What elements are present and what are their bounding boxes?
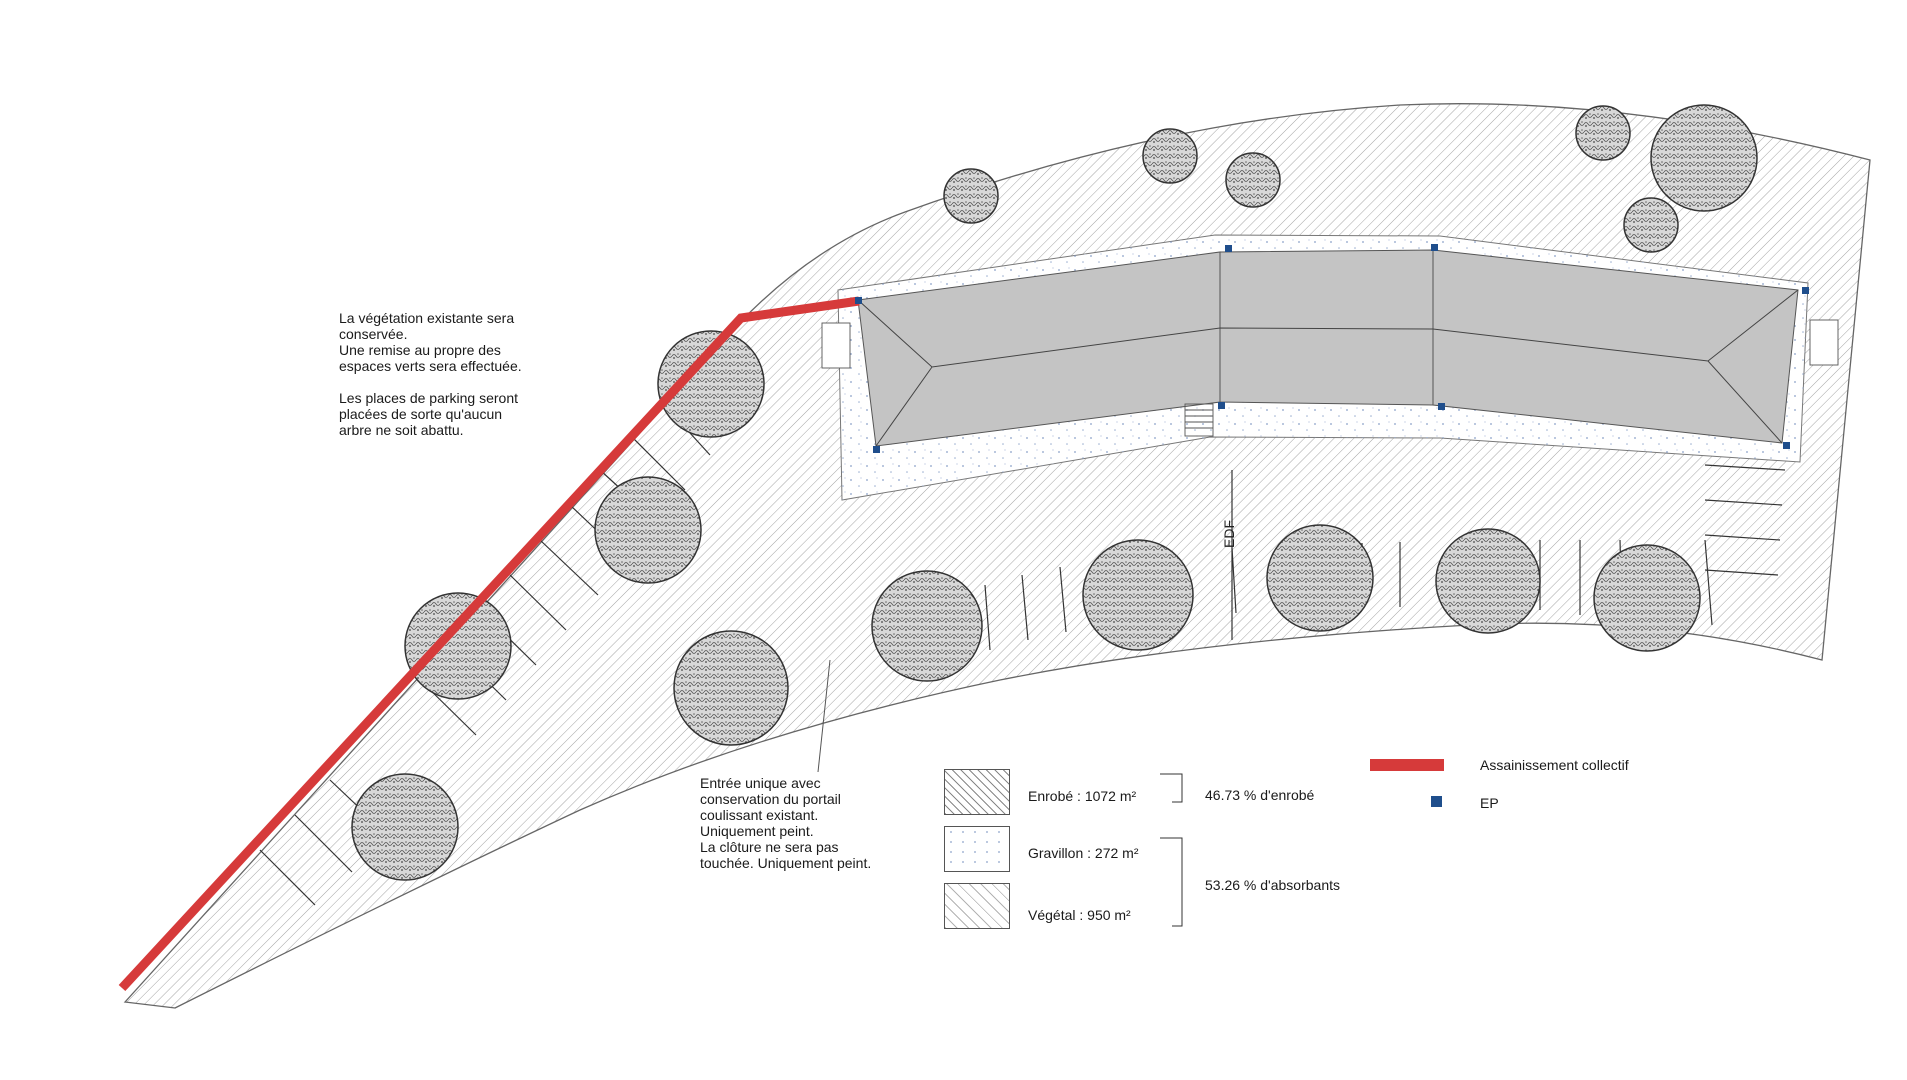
tree <box>1623 197 1679 253</box>
note-line: arbre ne soit abattu. <box>339 422 464 438</box>
tree <box>1082 539 1194 651</box>
tree <box>871 570 983 682</box>
stoops <box>821 319 1839 369</box>
tree <box>594 476 702 584</box>
trees <box>351 104 1758 881</box>
note-line: Les places de parking seront <box>339 390 518 406</box>
note-line: conservation du portail <box>700 791 841 807</box>
ep-point <box>1783 442 1790 449</box>
note-line: espaces verts sera effectuée. <box>339 358 522 374</box>
sewer-line <box>118 296 860 992</box>
entry-pointer <box>817 659 831 773</box>
legend-label-vegetal: Végétal : 950 m² <box>1028 907 1131 923</box>
ep-legend-symbol <box>1431 796 1442 807</box>
ep-point <box>1218 402 1225 409</box>
edf-label: EDF <box>1221 520 1237 548</box>
note-line: La clôture ne sera pas <box>700 839 839 855</box>
note-line: placées de sorte qu'aucun <box>339 406 503 422</box>
ep-point <box>1431 244 1438 251</box>
note-line: La végétation existante sera <box>339 310 515 326</box>
tree <box>1142 128 1198 184</box>
note-line: Une remise au propre des <box>339 342 501 358</box>
legend-label-sewer: Assainissement collectif <box>1480 757 1629 773</box>
tree <box>1650 104 1758 212</box>
ep-point <box>855 297 862 304</box>
ratio-absorbent: 53.26 % d'absorbants <box>1205 877 1340 893</box>
note-line: Entrée unique avec <box>700 775 821 791</box>
stairs <box>1184 403 1214 437</box>
tree <box>943 168 999 224</box>
legend-label-gravillon: Gravillon : 272 m² <box>1028 845 1139 861</box>
note-line: coulissant existant. <box>700 807 819 823</box>
tree <box>1266 524 1374 632</box>
swatch-enrobe <box>944 769 1010 815</box>
parking-bays-east <box>1704 464 1786 576</box>
ep-points <box>855 244 1809 453</box>
note-line: touchée. Uniquement peint. <box>700 855 872 871</box>
note-line: conservée. <box>339 326 408 342</box>
tree <box>1225 152 1281 208</box>
swatch-gravillon <box>944 826 1010 872</box>
roof-middle <box>1219 249 1434 406</box>
ep-point <box>1438 403 1445 410</box>
ep-point <box>873 446 880 453</box>
legend-brackets <box>1160 773 1183 927</box>
tree <box>1435 528 1541 634</box>
tree <box>1575 105 1631 161</box>
ep-point <box>1225 245 1232 252</box>
swatch-vegetal <box>944 883 1010 929</box>
tree <box>351 773 459 881</box>
ratio-paved: 46.73 % d'enrobé <box>1205 787 1315 803</box>
note-line <box>339 374 522 390</box>
legend-label-ep: EP <box>1480 795 1499 811</box>
sewer-legend-symbol <box>1370 759 1444 771</box>
tree <box>1593 544 1701 652</box>
tree <box>404 592 512 700</box>
note-line: Uniquement peint. <box>700 823 814 839</box>
tree <box>657 330 765 438</box>
building <box>857 249 1799 447</box>
ep-point <box>1802 287 1809 294</box>
legend-label-enrobe: Enrobé : 1072 m² <box>1028 788 1137 804</box>
tree <box>673 630 789 746</box>
roof-ridge <box>857 289 1799 447</box>
